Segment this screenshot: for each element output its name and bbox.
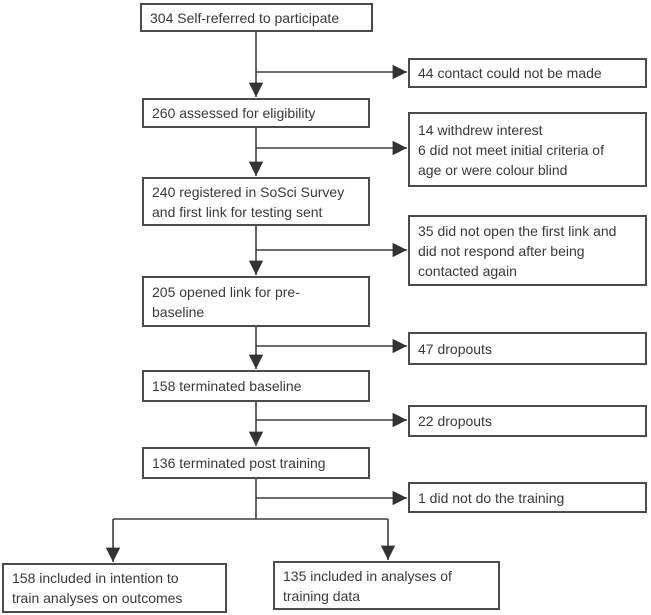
flow-box-withdrew: 14 withdrew interest 6 did not meet init… [408, 112, 647, 187]
flow-box-training-data: 135 included in analyses of training dat… [273, 561, 500, 610]
flow-box-assessed: 260 assessed for eligibility [142, 98, 370, 128]
flow-box-terminated-baseline: 158 terminated baseline [142, 370, 370, 402]
flow-box-opened-link: 205 opened link for pre- baseline [142, 276, 370, 327]
flow-box-self-referred: 304 Self-referred to participate [140, 3, 373, 32]
flow-box-terminated-post: 136 terminated post training [142, 447, 370, 479]
flow-box-registered: 240 registered in SoSci Survey and first… [142, 177, 370, 226]
flow-box-dropouts-47: 47 dropouts [408, 332, 647, 365]
flow-box-itt-analyses: 158 included in intention to train analy… [2, 563, 227, 613]
flow-box-no-training: 1 did not do the training [408, 482, 647, 513]
flow-box-did-not-open: 35 did not open the first link and did n… [408, 215, 647, 286]
flow-box-dropouts-22: 22 dropouts [408, 405, 647, 437]
flow-box-contact-not-made: 44 contact could not be made [408, 58, 647, 88]
